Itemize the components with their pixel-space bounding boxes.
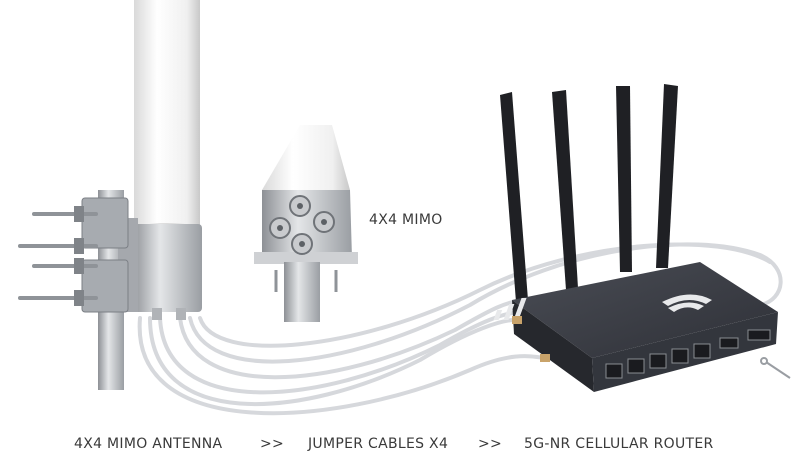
router-ports (605, 329, 771, 379)
sim-eject-tool (760, 357, 791, 379)
jumper-cables (137, 242, 783, 416)
caption-router: 5G-NR CELLULAR ROUTER (524, 436, 714, 452)
caption-separator-2: >> (478, 436, 503, 452)
caption-antenna: 4X4 MIMO ANTENNA (74, 436, 223, 452)
mimo-label: 4X4 MIMO (369, 212, 443, 228)
connector-closeup (254, 125, 358, 322)
router-top (512, 262, 778, 358)
antenna-base (132, 224, 202, 312)
antenna-radome (134, 0, 200, 232)
caption-cables: JUMPER CABLES X4 (308, 436, 449, 452)
caption-separator-1: >> (260, 436, 285, 452)
signal-logo-icon (493, 294, 712, 320)
cellular-router (493, 84, 778, 392)
router-antennas (500, 84, 678, 302)
mimo-antenna (18, 0, 202, 390)
